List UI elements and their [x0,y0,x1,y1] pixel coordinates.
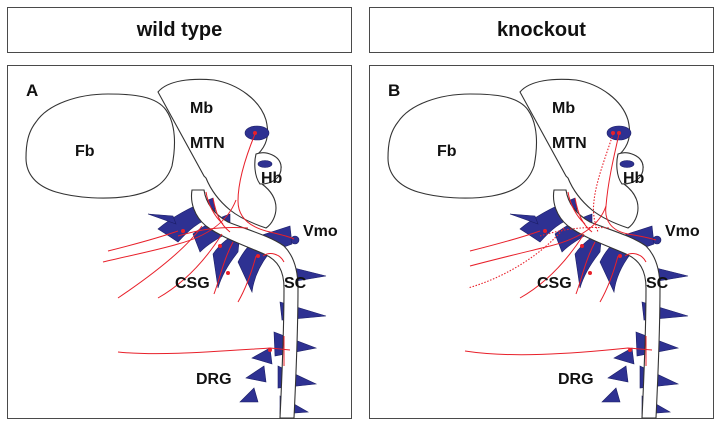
label-drg: DRG [196,371,232,388]
vmo-nucleus [290,235,300,245]
label-vmo: Vmo [665,223,700,240]
label-fb: Fb [75,143,95,160]
diagram-knockout: B Fb Mb MTN Hb Vmo CSG SC DRG [387,78,700,419]
panel-b: B Fb Mb MTN Hb Vmo CSG SC DRG [369,65,714,419]
hb-nucleus [619,160,635,168]
vmo-nucleus [652,235,662,245]
hb-nucleus [257,160,273,168]
label-mtn: MTN [190,135,225,152]
diagram-wild-type: A Fb Mb MTN Hb Vmo CSG SC DRG [25,78,338,419]
axon-projections [102,133,295,366]
hindbrain-spinal-tube [552,189,661,419]
label-hb: Hb [623,170,645,187]
neuron-somata [181,131,272,352]
label-hb: Hb [261,170,283,187]
label-mb: Mb [552,100,575,117]
hindbrain-spinal-tube [190,189,299,419]
brain-outline [387,78,661,419]
forebrain [25,93,176,199]
label-csg: CSG [175,275,210,292]
label-fb: Fb [437,143,457,160]
axon-projections [464,133,657,366]
header-wild-type: wild type [7,7,352,53]
panel-letter: A [26,81,38,100]
neuron-somata [543,131,632,352]
hindbrain-bulge [616,152,644,185]
label-drg: DRG [558,371,594,388]
panel-a: A Fb Mb MTN Hb Vmo CSG SC DRG [7,65,352,419]
label-sc: SC [646,275,669,292]
panel-letter: B [388,81,400,100]
hindbrain-bulge [254,152,282,185]
header-knockout: knockout [369,7,714,53]
label-mb: Mb [190,100,213,117]
label-vmo: Vmo [303,223,338,240]
forebrain [387,93,538,199]
label-mtn: MTN [552,135,587,152]
brain-outline [25,78,299,419]
label-sc: SC [284,275,307,292]
label-csg: CSG [537,275,572,292]
